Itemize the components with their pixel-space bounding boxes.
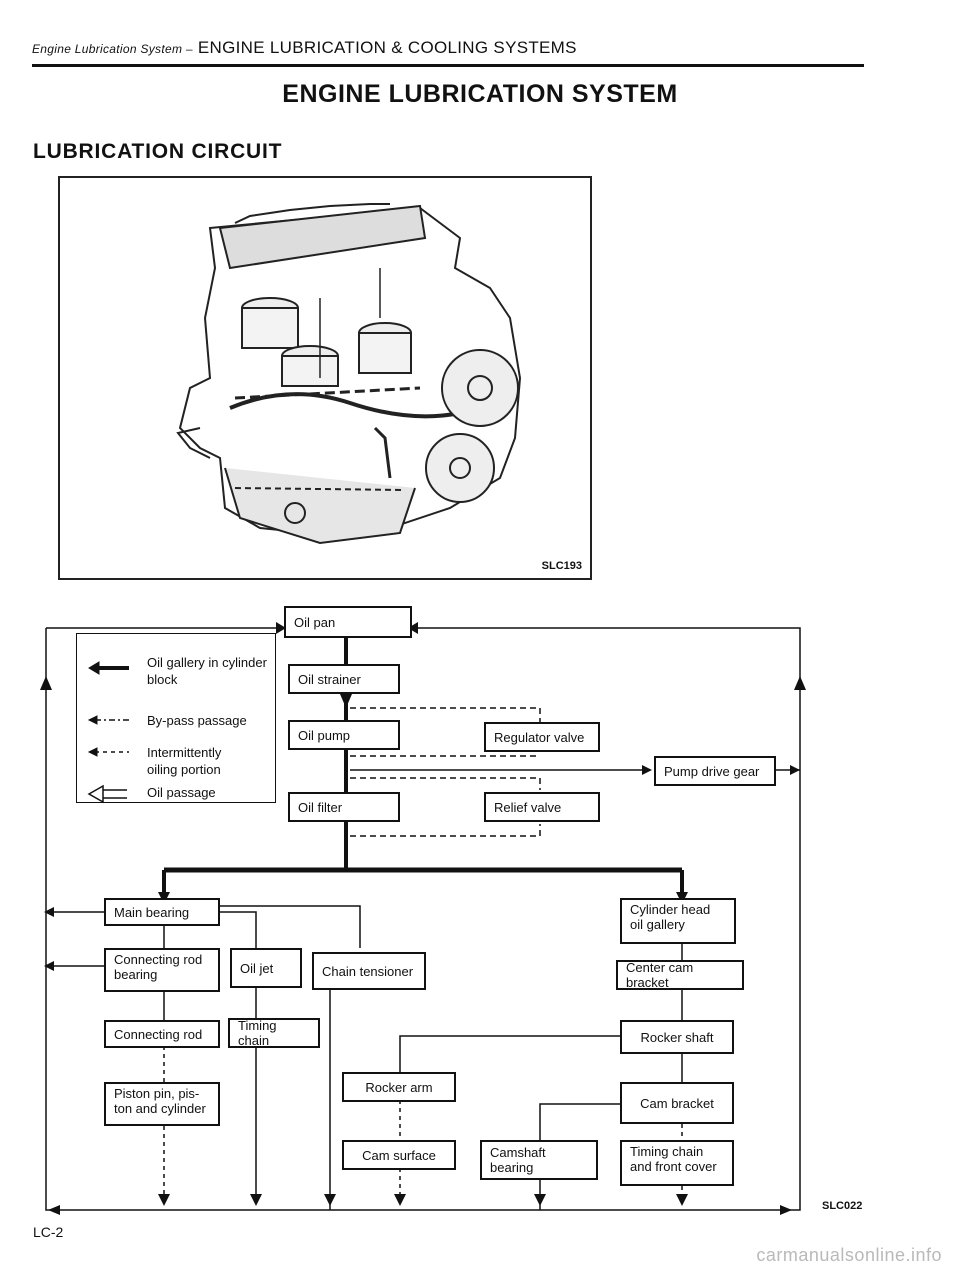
box-cam-bracket: Cam bracket <box>620 1082 734 1124</box>
section-heading: LUBRICATION CIRCUIT <box>33 140 283 163</box>
box-rocker-arm: Rocker arm <box>342 1072 456 1102</box>
header-subsection: Engine Lubrication System – <box>32 42 193 56</box>
box-oil-strainer: Oil strainer <box>288 664 400 694</box>
figure-code: SLC193 <box>541 560 582 572</box>
box-pump-drive-gear: Pump drive gear <box>654 756 776 786</box>
box-oil-jet: Oil jet <box>230 948 302 988</box>
legend-oil-gallery: Oil gallery in cylinder block <box>147 655 267 687</box>
box-oil-filter: Oil filter <box>288 792 400 822</box>
box-connecting-rod-bearing: Connecting rod bearing <box>104 948 220 992</box>
header-section: ENGINE LUBRICATION & COOLING SYSTEMS <box>197 38 577 57</box>
legend-bypass: By-pass passage <box>147 713 247 728</box>
legend: Oil gallery in cylinder block By-pass pa… <box>76 633 276 804</box>
box-chain-tensioner: Chain tensioner <box>312 952 426 990</box>
running-header: Engine Lubrication System – ENGINE LUBRI… <box>32 38 862 58</box>
box-oil-pan: Oil pan <box>284 606 412 638</box>
box-main-bearing: Main bearing <box>104 898 220 926</box>
box-timing-chain-front-cover: Timing chain and front cover <box>620 1140 734 1186</box>
box-cylinder-head-gallery: Cylinder head oil gallery <box>620 898 736 944</box>
page-title: ENGINE LUBRICATION SYSTEM <box>282 80 678 108</box>
legend-intermittent: Intermittently oiling portion <box>147 745 222 777</box>
engine-illustration: SLC193 <box>58 176 592 580</box>
box-timing-chain: Timing chain <box>228 1018 320 1048</box>
legend-oil-passage: Oil passage <box>147 785 216 800</box>
box-regulator-valve: Regulator valve <box>484 722 600 752</box>
box-cam-surface: Cam surface <box>342 1140 456 1170</box>
engine-cutaway-drawing <box>176 203 522 545</box>
box-camshaft-bearing: Camshaft bearing <box>480 1140 598 1180</box>
box-rocker-shaft: Rocker shaft <box>620 1020 734 1054</box>
diagram-code: SLC022 <box>822 1200 863 1212</box>
header-rule <box>32 64 864 67</box>
box-relief-valve: Relief valve <box>484 792 600 822</box>
box-piston-pin: Piston pin, pis- ton and cylinder <box>104 1082 220 1126</box>
box-center-cam-bracket: Center cam bracket <box>616 960 744 990</box>
watermark: carmanualsonline.info <box>756 1245 942 1265</box>
legend-symbols <box>87 661 129 804</box>
box-oil-pump: Oil pump <box>288 720 400 750</box>
page-number: LC-2 <box>33 1224 64 1240</box>
box-connecting-rod: Connecting rod <box>104 1020 220 1048</box>
